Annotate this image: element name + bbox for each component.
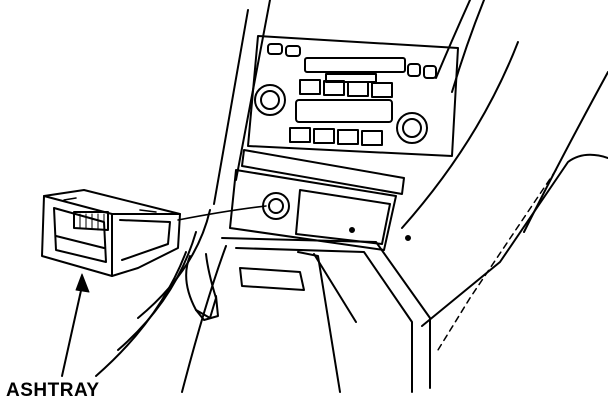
ashtray-to-slot-leader [177,205,267,221]
console-outline [95,0,608,393]
ashtray-label: ASHTRAY [6,380,100,401]
removed-ashtray [41,189,181,277]
gear-shift-lever [185,253,219,321]
ashtray-callout-arrow [61,273,90,377]
audio-unit [247,35,459,157]
console-pocket [229,149,411,251]
